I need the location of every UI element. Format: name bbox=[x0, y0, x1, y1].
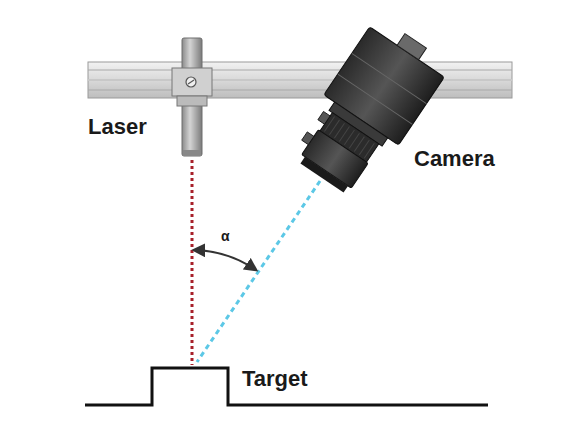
laser-module bbox=[172, 38, 212, 156]
laser-beam bbox=[191, 160, 194, 365]
camera-view-line bbox=[197, 181, 320, 362]
angle-arc bbox=[194, 250, 256, 270]
mounting-rail bbox=[88, 62, 512, 98]
part-label: Camera bbox=[414, 146, 495, 172]
angle-symbol: α bbox=[221, 228, 230, 244]
part-label: Laser bbox=[88, 114, 147, 140]
part-label: Target bbox=[242, 366, 308, 392]
knurl-line bbox=[364, 143, 374, 158]
camera bbox=[285, 15, 452, 203]
